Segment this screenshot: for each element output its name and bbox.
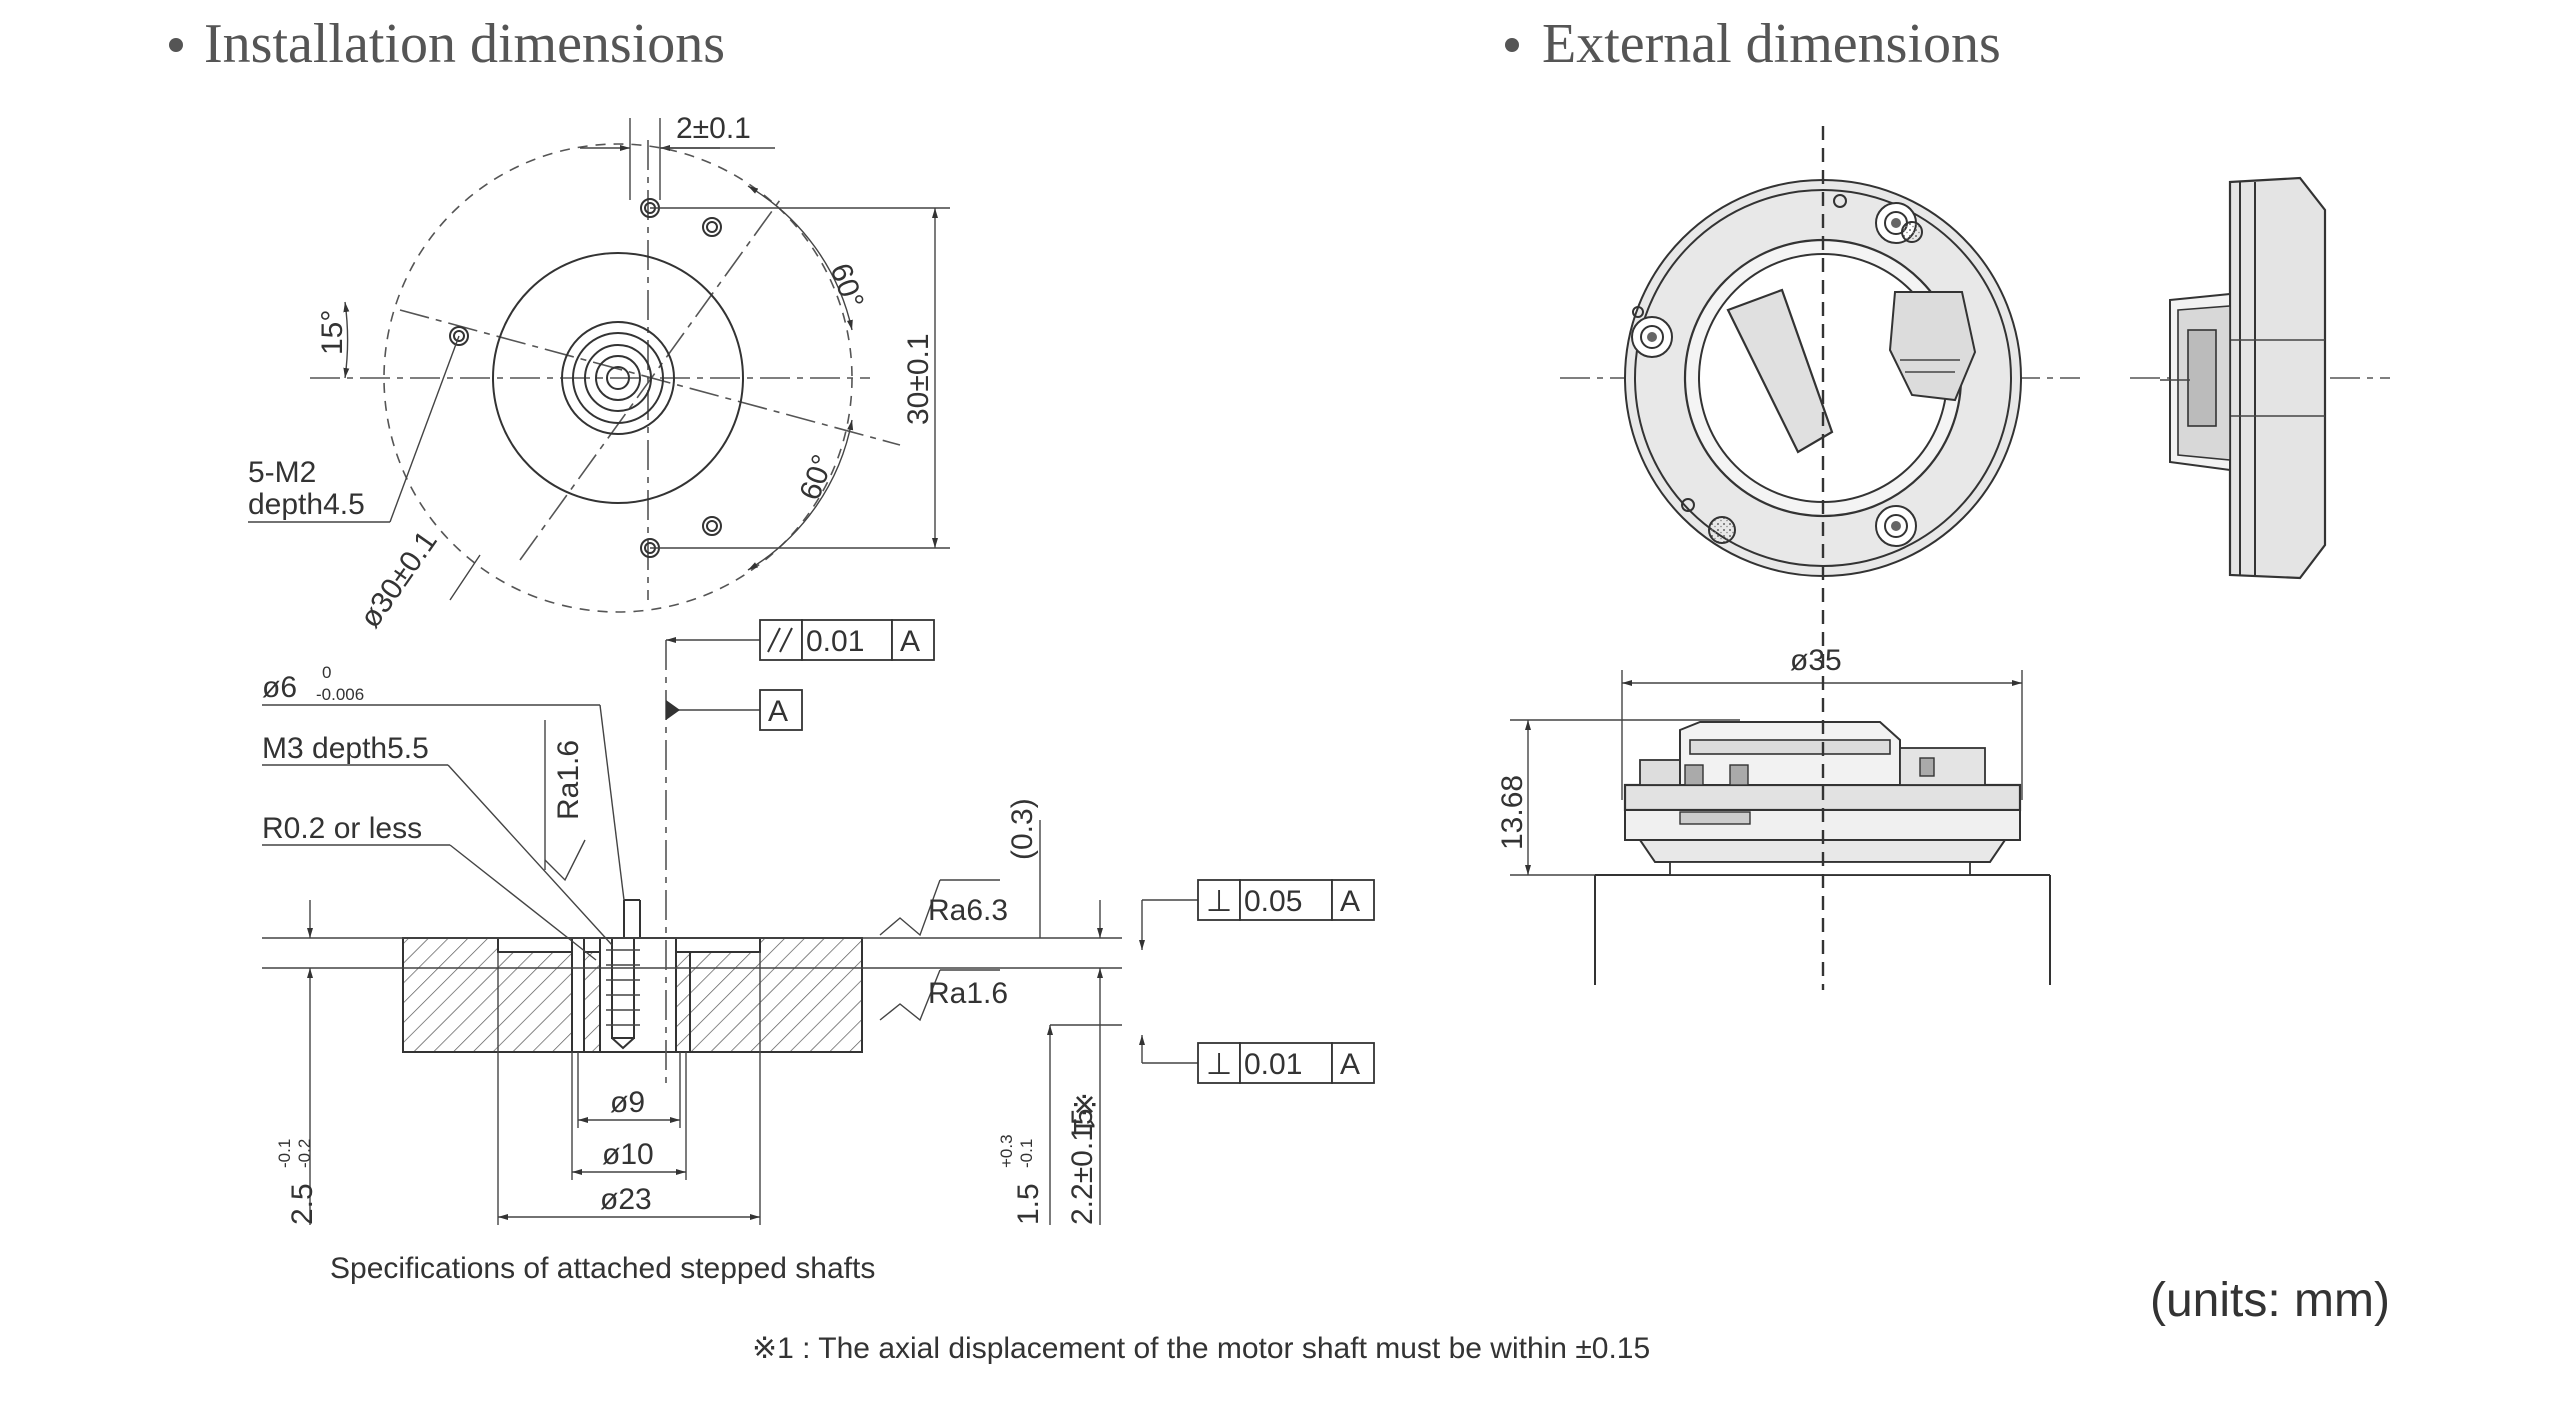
left-depth: 2.5 [286,1183,319,1225]
heading-bullet-icon [1505,38,1519,52]
external-front-view [1560,179,2080,577]
shaft-diameter: ø6 [262,671,297,704]
pitch-dimension: 2±0.1 [676,112,751,145]
perp1-symbol-icon: ⊥ [1206,885,1232,918]
angle-left-dimension: 15° [316,310,349,355]
perp1-value: 0.05 [1244,885,1302,918]
screw-icon [1875,505,1917,547]
runout-symbol-icon [767,627,793,653]
perp2-value: 0.01 [1244,1048,1302,1081]
runout-datum: A [900,625,920,658]
diameter-9: ø9 [610,1086,645,1119]
connector-icon [1888,291,1977,402]
angle-top-dimension: 60° [823,259,870,313]
step-tol-lower: -0.1 [1017,1139,1036,1168]
bottom-roughness: Ra1.6 [928,977,1008,1010]
installation-top-view: 2±0.1 60° 60° 15° 30±0.1 5-M2 depth4.5 ø… [248,112,950,634]
axial-dimension: 2.2±0.15 [1066,1108,1099,1225]
diameter-10: ø10 [602,1138,654,1171]
installation-section-view: A 0.01 A ø6 0 -0.006 M3 depth5.5 R0.2 or… [262,619,1375,1285]
angle-bottom-dimension: 60° [794,450,841,504]
diameter-23: ø23 [600,1183,652,1216]
left-depth-tol-upper: -0.1 [275,1139,294,1168]
step-dimension: 1.5 [1012,1183,1045,1225]
heading-bullet-icon [169,38,183,52]
perp2-datum: A [1340,1048,1360,1081]
datum-a-label: A [768,695,788,728]
pcd-dimension: ø30±0.1 [354,525,444,634]
axial-note-mark: ※1 [1067,1092,1100,1134]
section-caption: Specifications of attached stepped shaft… [330,1252,875,1285]
fillet-label: R0.2 or less [262,812,422,845]
external-side-view [2130,176,2390,580]
shaft-tolerance-lower: -0.006 [316,685,364,704]
shaft-roughness: Ra1.6 [552,740,585,820]
external-lower-view: ø35 13.68 [1496,644,2051,985]
runout-value: 0.01 [806,625,864,658]
installation-heading: Installation dimensions [204,13,725,75]
external-heading: External dimensions [1542,13,2001,75]
thread-label: M3 depth5.5 [262,732,429,765]
hole-label-line2: depth4.5 [248,488,365,521]
step-tol-upper: +0.3 [997,1134,1016,1168]
units-label: (units: mm) [2150,1274,2390,1327]
left-depth-tol-lower: -0.2 [295,1139,314,1168]
screw-icon [1631,316,1673,358]
hole-label-line1: 5-M2 [248,456,316,489]
external-diameter: ø35 [1790,644,1842,677]
perp2-symbol-icon: ⊥ [1206,1048,1232,1081]
footnote: ※1 : The axial displacement of the motor… [752,1332,1650,1365]
height-dimension: 30±0.1 [902,333,935,425]
shaft-tolerance-upper: 0 [322,663,331,682]
reference-height: (0.3) [1006,798,1039,860]
perp1-datum: A [1340,885,1360,918]
external-height: 13.68 [1496,775,1529,850]
top-roughness: Ra6.3 [928,894,1008,927]
